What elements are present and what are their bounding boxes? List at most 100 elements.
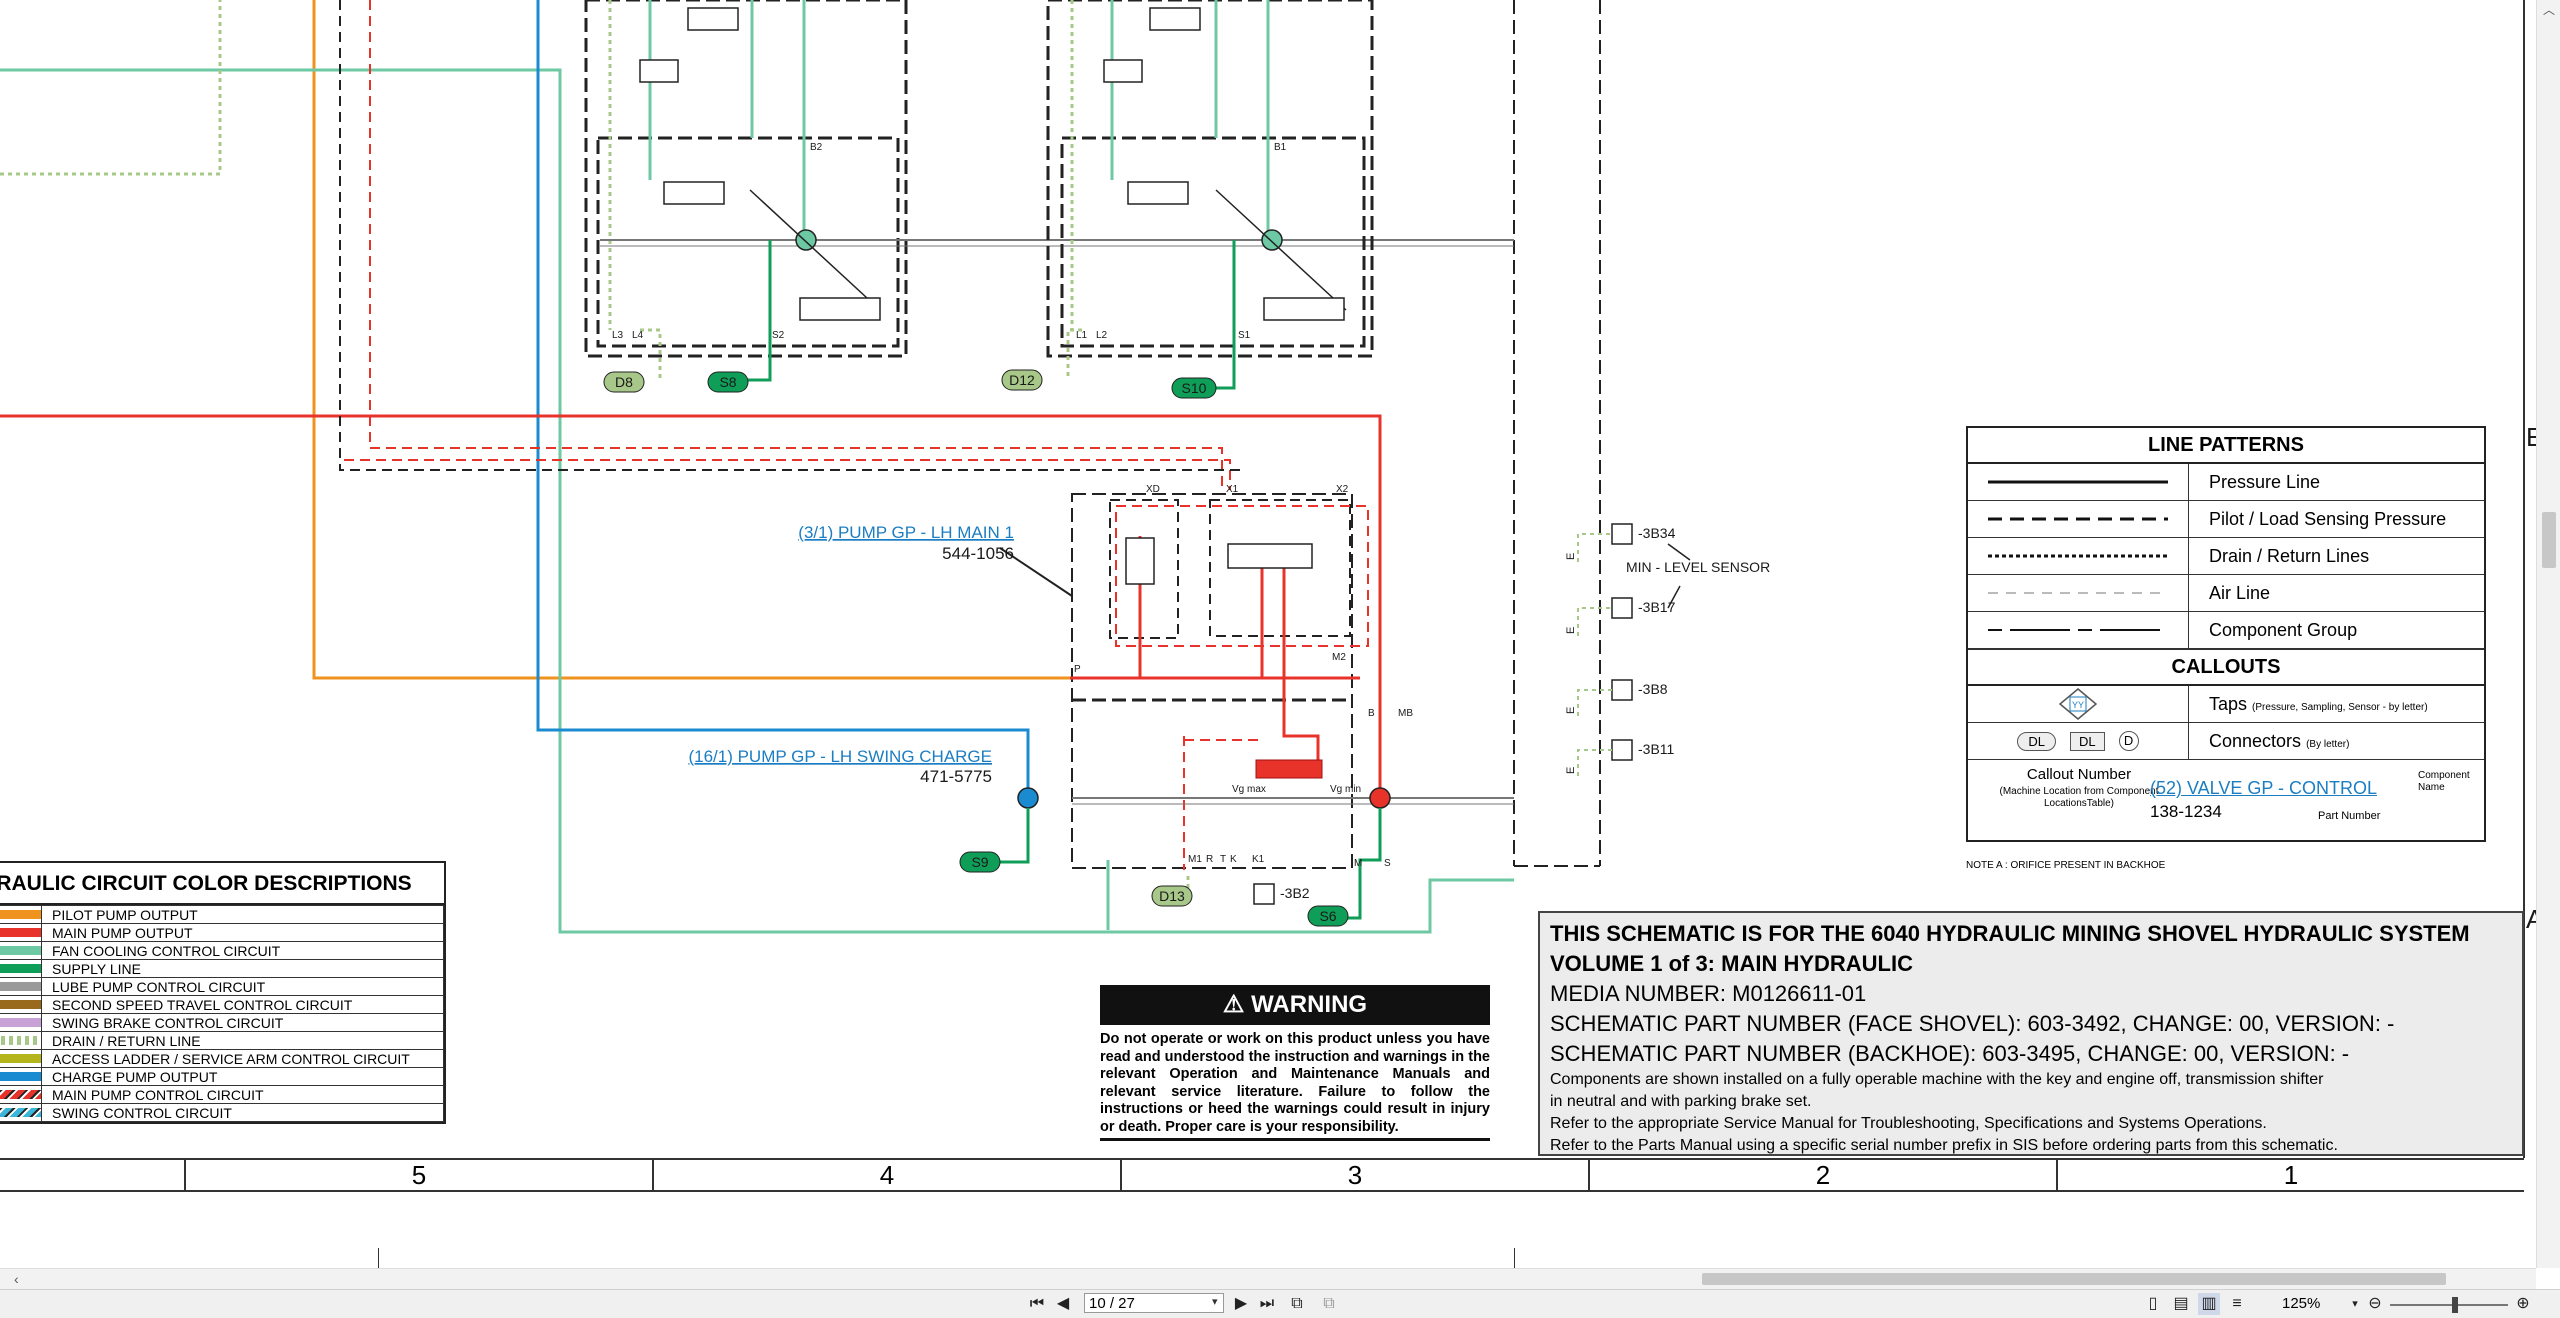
divider — [1514, 1248, 1515, 1268]
pattern-label: Drain / Return Lines — [2209, 545, 2370, 566]
legend-row: LUBE PUMP CONTROL CIRCUIT — [0, 977, 444, 996]
port-tag: X2 — [1336, 484, 1349, 495]
title-line2: VOLUME 1 of 3: MAIN HYDRAULIC — [1550, 951, 1913, 976]
port-tag: L1 — [1076, 330, 1088, 341]
sensor-label: -3B11 — [1638, 741, 1675, 757]
port-tag: MB — [1398, 708, 1413, 719]
first-page-icon[interactable]: ⏮ — [1029, 1295, 1045, 1312]
document-viewport[interactable]: D8 S8 D12 S10 S9 D13 S6 B2 B1 L3 L4 S2 L… — [0, 0, 2536, 1268]
last-page-icon[interactable]: ⏭ — [1259, 1295, 1275, 1312]
port-label: D12 — [1009, 372, 1035, 388]
title-line1: THIS SCHEMATIC IS FOR THE 6040 HYDRAULIC… — [1550, 921, 2470, 946]
previous-page-icon[interactable]: ◀ — [1056, 1295, 1070, 1312]
schematic-title-block: THIS SCHEMATIC IS FOR THE 6040 HYDRAULIC… — [1538, 911, 2524, 1156]
single-page-icon[interactable]: ▯ — [2148, 1295, 2158, 1312]
port-label: D13 — [1159, 888, 1185, 904]
connector-mark: E — [1565, 707, 1577, 714]
zoom-slider-track[interactable] — [2390, 1304, 2508, 1306]
pattern-label: Pressure Line — [2209, 471, 2321, 492]
pattern-row: Component Group — [1968, 612, 2484, 649]
port-tag: S — [1384, 858, 1391, 869]
sensor-group — [1253, 523, 1691, 905]
color-swatch — [0, 910, 41, 919]
pump-lh-main-link[interactable]: (3/1) PUMP GP - LH MAIN 1 — [798, 523, 1014, 542]
line-patterns-title: LINE PATTERNS — [1968, 428, 2484, 464]
callout-number-label: Callout Number — [2026, 766, 2132, 783]
connectors-row: DL DL D Connectors (By letter) — [1968, 723, 2484, 760]
vertical-scrollbar[interactable]: ︿ — [2536, 0, 2560, 1268]
example-callout-link[interactable]: (52) VALVE GP - CONTROL — [2150, 778, 2378, 798]
port-label: S6 — [1319, 908, 1336, 924]
port-tag: M2 — [1332, 652, 1346, 663]
zoom-dropdown-icon[interactable]: ▾ — [2352, 1298, 2358, 1310]
orifice-note: NOTE A : ORIFICE PRESENT IN BACKHOE — [1966, 860, 2166, 871]
port-tag: XD — [1146, 484, 1160, 495]
scroll-mode-icon[interactable]: ≡ — [2232, 1295, 2242, 1312]
legend-row: PILOT PUMP OUTPUT — [0, 905, 444, 924]
connectors-label: Connectors (By letter) — [2209, 730, 2350, 751]
port-tag: S1 — [1238, 330, 1251, 341]
zone-ruler: 5 4 3 2 1 — [0, 1158, 2524, 1192]
legend-row: MAIN PUMP OUTPUT — [0, 923, 444, 942]
legend-row: ACCESS LADDER / SERVICE ARM CONTROL CIRC… — [0, 1049, 444, 1068]
port-tag: X1 — [1226, 484, 1239, 495]
zoom-out-icon[interactable]: ⊖ — [2368, 1295, 2382, 1312]
color-swatch — [0, 982, 41, 991]
legend-label: FAN COOLING CONTROL CIRCUIT — [41, 941, 444, 960]
port-label: D8 — [615, 374, 633, 390]
pattern-row: Pilot / Load Sensing Pressure — [1968, 501, 2484, 538]
line-patterns-panel: LINE PATTERNS Pressure Line Pilot / Load… — [1966, 426, 2486, 842]
page-dropdown-icon[interactable]: ▾ — [1212, 1296, 1218, 1308]
zoom-level: 125% — [2282, 1295, 2321, 1312]
port-tag: P — [1074, 664, 1081, 675]
continuous-page-icon[interactable]: ▤ — [2173, 1295, 2189, 1312]
page-number-input[interactable] — [1084, 1293, 1224, 1313]
legend-row: SWING CONTROL CIRCUIT — [0, 1103, 444, 1122]
callout-number-sub: (Machine Location from Component Locatio… — [1999, 786, 2159, 809]
part-number-face-shovel: SCHEMATIC PART NUMBER (FACE SHOVEL): 603… — [1550, 1011, 2395, 1036]
warning-text: Do not operate or work on this product u… — [1100, 1031, 1490, 1141]
horizontal-scrollbar[interactable]: ‹ — [0, 1268, 2536, 1289]
legend-row: DRAIN / RETURN LINE — [0, 1031, 444, 1050]
title-note: Refer to the Parts Manual using a specif… — [1550, 1137, 2338, 1154]
scroll-up-icon[interactable]: ︿ — [2542, 3, 2555, 17]
legend-swatch-cell — [0, 905, 42, 924]
next-page-icon[interactable]: ▶ — [1234, 1295, 1248, 1312]
zone-label: 1 — [2056, 1160, 2524, 1190]
port-tag: L4 — [632, 330, 644, 341]
zoom-in-icon[interactable]: ⊕ — [2516, 1295, 2530, 1312]
example-part-number: 138-1234 — [2150, 802, 2222, 821]
legend-swatch-cell — [0, 1067, 42, 1086]
two-page-icon[interactable]: ▥ — [2198, 1293, 2220, 1315]
zone-label: 3 — [1120, 1160, 1588, 1190]
paste-view-icon[interactable]: ⧉ — [1323, 1295, 1335, 1312]
pump-lh-swing-charge-part: 471-5775 — [920, 767, 992, 786]
color-swatch — [0, 1036, 41, 1045]
sensor-note: MIN - LEVEL SENSOR — [1626, 559, 1770, 575]
sensor-label: -3B17 — [1638, 599, 1676, 615]
hydraulic-schematic: D8 S8 D12 S10 S9 D13 S6 B2 B1 L3 L4 S2 L… — [0, 0, 2536, 1158]
scroll-left-icon[interactable]: ‹ — [14, 1271, 19, 1287]
legend-row: SWING BRAKE CONTROL CIRCUIT — [0, 1013, 444, 1032]
vertical-scroll-thumb[interactable] — [2542, 512, 2556, 568]
zoom-slider-thumb[interactable] — [2452, 1297, 2458, 1313]
copy-view-icon[interactable]: ⧉ — [1291, 1295, 1303, 1312]
circuit-color-legend: HYDRAULIC CIRCUIT COLOR DESCRIPTIONS PIL… — [0, 861, 446, 1124]
divider — [378, 1248, 379, 1268]
pump-lh-swing-charge-link[interactable]: (16/1) PUMP GP - LH SWING CHARGE — [688, 747, 992, 766]
port-tag: R — [1206, 854, 1213, 865]
connector-mark: E — [1565, 627, 1577, 634]
horizontal-scroll-thumb[interactable] — [1702, 1273, 2446, 1285]
connector-mark: E — [1565, 767, 1577, 774]
legend-swatch-cell — [0, 1013, 42, 1032]
port-tag: L2 — [1096, 330, 1108, 341]
port-label: S10 — [1182, 380, 1207, 396]
color-swatch — [0, 946, 41, 955]
legend-label: SWING CONTROL CIRCUIT — [41, 1103, 444, 1122]
taps-row: YY Taps (Pressure, Sampling, Sensor - by… — [1968, 686, 2484, 723]
port-tag: M1 — [1188, 854, 1202, 865]
legend-swatch-cell — [0, 923, 42, 942]
title-note: Refer to the appropriate Service Manual … — [1550, 1115, 2267, 1132]
pattern-label: Air Line — [2209, 582, 2271, 603]
